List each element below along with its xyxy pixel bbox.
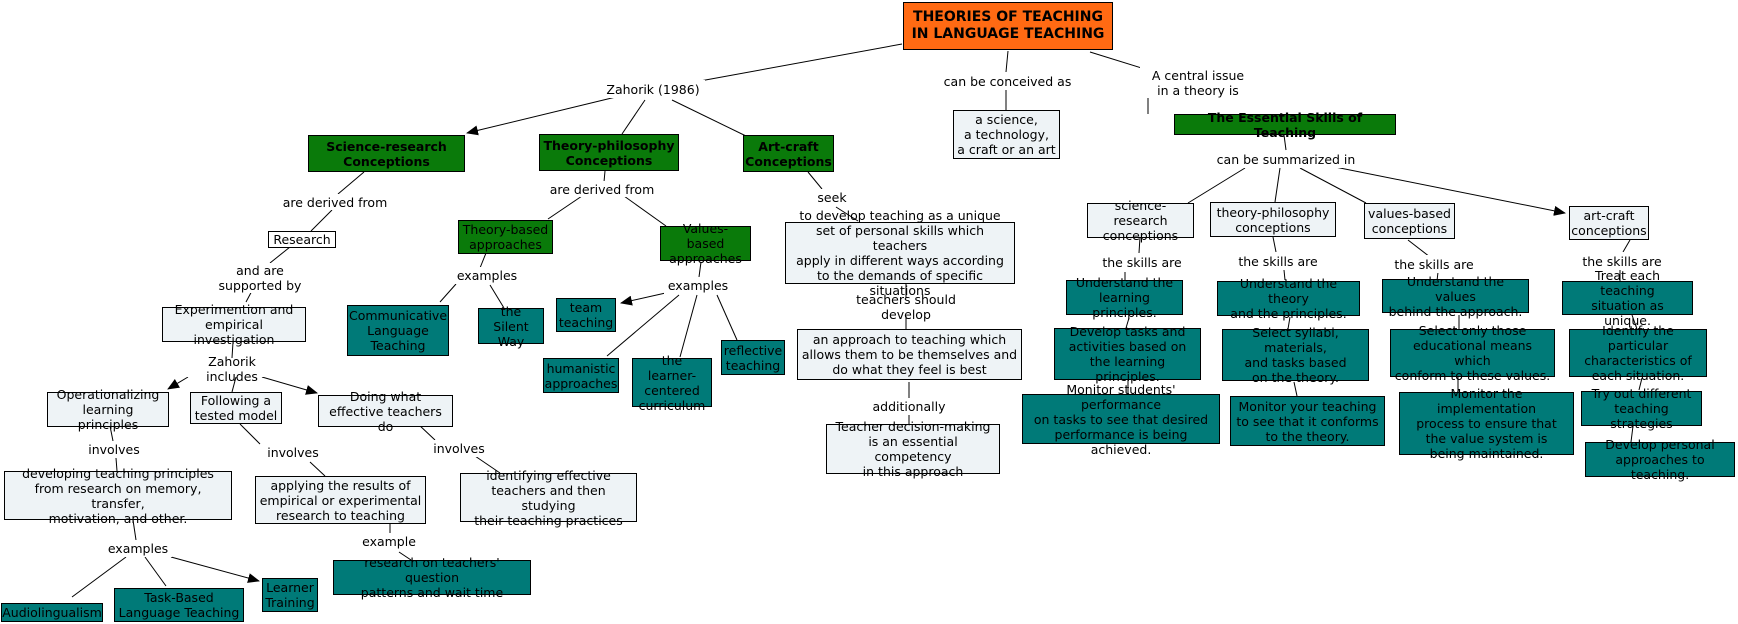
ac-skill-4: Develop personal approaches to teaching. [1585,437,1735,482]
doing-what-box: Doing what effective teachers do [318,389,453,434]
ac-skill-1: Treat each teaching situation as unique. [1562,268,1693,328]
following-model-box: Following a tested model [190,392,282,424]
vb-skill-1: Understand the values behind the approac… [1382,274,1529,319]
silent-way-box: the Silent Way [478,304,544,349]
skills-are-label-2: the skills are [1234,252,1322,270]
sr-skill-2: Develop tasks and activities based on th… [1054,324,1201,384]
science-technology-box: a science, a technology, a craft or an a… [953,110,1060,159]
ac-skill-2: Identify the particular characteristics … [1569,323,1707,383]
identifying-teachers-box: identifying effective teachers and then … [460,468,637,528]
seek-label: seek [812,189,852,206]
humanistic-box: humanistic approaches [543,358,619,393]
tp-skill-1: Understand the theory and the principles… [1217,276,1360,321]
learner-centered-box: the learner- centered curriculum [632,353,712,413]
ac-skill-3: Try out different teaching strategies [1581,386,1702,431]
derived-from-label-1: are derived from [279,194,391,210]
vb-conceptions-box: values-based conceptions [1364,203,1455,239]
skills-are-label-4: the skills are [1578,252,1666,270]
summarized-in-label: can be summarized in [1213,151,1359,168]
example-label: example [357,533,421,550]
reflective-box: reflective teaching [721,340,785,375]
sr-conceptions-box: science-research conceptions [1087,198,1194,243]
tp-conceptions-box: theory-philosophy conceptions [1210,202,1336,237]
involves-label-3: involves [431,440,487,457]
research-questions-box: research on teachers' question patterns … [333,555,531,600]
additionally-label: additionally [868,398,950,415]
vb-skill-2: Select only those educational means whic… [1390,323,1555,383]
art-craft-conceptions: Art-craft Conceptions [743,135,834,172]
skills-are-label-3: the skills are [1390,255,1478,273]
teachers-should-label: teachers should develop [830,292,982,322]
skills-are-label-1: the skills are [1098,253,1186,271]
examples-label-2: examples [453,267,521,284]
task-based-box: Task-Based Language Teaching [114,588,244,622]
experimentation-box: Experimention and empirical investigatio… [162,302,306,347]
essential-skills-box: The Essential Skills of Teaching [1174,110,1396,140]
vb-skill-3: Monitor the implementation process to en… [1399,386,1574,461]
zahorik-1986-label: Zahorik (1986) [601,80,705,98]
derived-from-label-2: are derived from [546,181,658,197]
decision-making-box: Teacher decision-making is an essential … [826,419,1000,479]
examples-label-1: examples [104,540,172,557]
involves-label-2: involves [265,444,321,461]
theory-based-approaches: Theory-based approaches [458,220,553,254]
sr-skill-3: Monitor students' performance on tasks t… [1022,382,1220,457]
conceived-as-label: can be conceived as [940,72,1075,90]
central-issue-label: A central issue in a theory is [1140,67,1256,98]
examples-label-3: examples [664,277,732,294]
supported-by-label: and are supported by [215,263,305,293]
tp-skill-3: Monitor your teaching to see that it con… [1230,396,1385,446]
clt-box: Communicative Language Teaching [347,305,449,356]
research-box: Research [268,231,336,248]
team-teaching-box: team teaching [556,298,616,332]
operationalizing-box: Operationalizing learning principles [47,387,169,432]
ac-conceptions-box: art-craft conceptions [1569,206,1649,240]
sr-skill-1: Understand the learning principles. [1066,275,1183,320]
root-title: THEORIES OF TEACHING IN LANGUAGE TEACHIN… [903,2,1113,50]
audiolingualism-box: Audiolingualism [1,603,103,622]
science-research-conceptions: Science-research Conceptions [308,135,465,172]
values-based-approaches: Values-based approaches [660,221,751,266]
tp-skill-2: Select syllabi, materials, and tasks bas… [1222,325,1369,385]
learner-training-box: Learner Training [262,578,318,612]
developing-principles-box: developing teaching principles from rese… [4,466,232,526]
involves-label-1: involves [86,441,142,458]
approach-themselves-box: an approach to teaching which allows the… [797,329,1022,380]
zahorik-includes-label: Zahorik includes [180,354,284,384]
theory-philosophy-conceptions: Theory-philosophy Conceptions [539,134,679,171]
applying-results-box: applying the results of empirical or exp… [255,476,426,524]
develop-unique-box: to develop teaching as a unique set of p… [785,208,1015,298]
